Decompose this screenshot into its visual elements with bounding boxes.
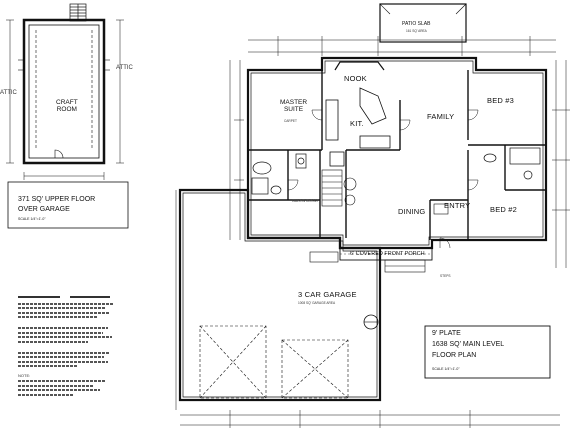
upper-floor-plan — [6, 3, 129, 229]
main-caption-scale: SCALE 1/4"=1'-0" — [432, 367, 460, 371]
upper-caption-scale: SCALE 1/4"=1'-0" — [18, 217, 46, 221]
dining-label: DINING — [398, 207, 426, 216]
master-carpet-label: CARPET — [284, 119, 297, 123]
upper-caption-line1: 371 SQ' UPPER FLOOR — [18, 196, 96, 203]
notes-block-graphic — [18, 296, 110, 298]
nook-label: NOOK — [344, 74, 367, 83]
master-suite-label: MASTER SUITE — [280, 99, 308, 113]
patio-label: PATIO SLAB — [402, 21, 431, 27]
steps-label: STEPS — [440, 274, 451, 278]
main-level-plan — [175, 3, 570, 428]
garage-area-label: 1008 SQ' GARAGE AREA — [298, 301, 336, 305]
bed2-label: BED #2 — [490, 205, 518, 214]
attic-left-label: ATTIC — [0, 90, 17, 96]
entry-label: ENTRY — [444, 201, 471, 210]
kitchen-label: KIT. — [350, 119, 364, 128]
main-caption-line1: 1638 SQ' MAIN LEVEL — [432, 341, 505, 348]
garage-label: 3 CAR GARAGE — [298, 290, 357, 299]
notes-label: NOTE: — [18, 372, 31, 378]
main-caption-plate: 9' PLATE — [432, 330, 461, 337]
main-caption-line2: FLOOR PLAN — [432, 352, 477, 359]
porch-label: 6' COVERED FRONT PORCH — [350, 251, 425, 257]
patio-area-label: 161 SQ' AREA — [406, 29, 427, 33]
bed3-label: BED #3 — [487, 96, 515, 105]
walkin-closet-label: WALK-IN CLOSET — [292, 199, 319, 203]
family-label: FAMILY — [427, 112, 455, 121]
upper-caption-line2: OVER GARAGE — [18, 206, 70, 213]
upper-craft-room-label: CRAFT ROOM — [56, 99, 78, 113]
general-notes-block: NOTE: — [18, 296, 118, 398]
attic-right-label: ATTIC — [116, 65, 133, 71]
